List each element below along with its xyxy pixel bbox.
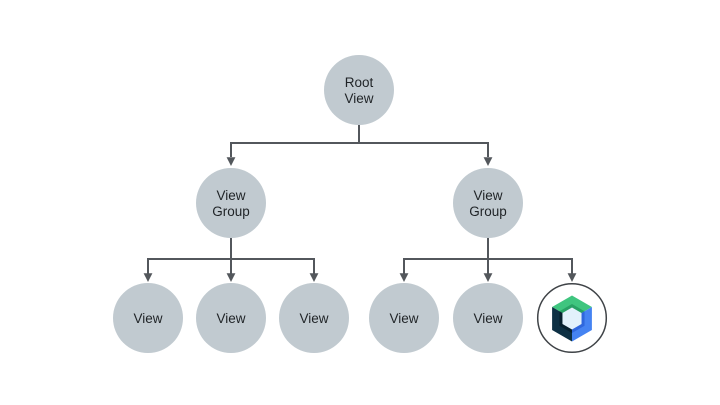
node-view-group-right-label-line1: View: [473, 188, 502, 203]
arrowhead-to-view-r1: [399, 273, 409, 282]
node-root-view: Root View: [324, 55, 394, 125]
arrowhead-to-view-l1: [143, 273, 153, 282]
arrowhead-to-group-right: [483, 157, 493, 166]
node-view-r2: View: [453, 283, 523, 353]
node-view-l2-label: View: [216, 311, 245, 326]
edge-level2-left-connector: [147, 258, 315, 274]
node-view-group-right-circle: [453, 168, 523, 238]
arrowhead-to-view-r2: [483, 273, 493, 282]
node-view-r1: View: [369, 283, 439, 353]
node-view-group-left-label-line2: Group: [212, 204, 250, 219]
node-view-r1-label: View: [389, 311, 418, 326]
node-view-group-left-label-line1: View: [216, 188, 245, 203]
arrowhead-to-view-l2: [226, 273, 236, 282]
arrowhead-to-view-l3: [309, 273, 319, 282]
node-view-l3: View: [279, 283, 349, 353]
node-view-group-right: View Group: [453, 168, 523, 238]
node-jetpack-compose: [536, 282, 608, 354]
node-view-group-left-circle: [196, 168, 266, 238]
node-view-l3-circle: [279, 283, 349, 353]
node-root-view-label-line2: View: [344, 91, 373, 106]
node-root-view-label-line1: Root: [345, 75, 374, 90]
arrowhead-to-group-left: [226, 157, 236, 166]
node-view-l1: View: [113, 283, 183, 353]
node-view-group-right-label-line2: Group: [469, 204, 507, 219]
jetpack-compose-logo-icon: [552, 295, 592, 342]
node-view-l2-circle: [196, 283, 266, 353]
node-root-view-circle: [324, 55, 394, 125]
edge-level2-right-connector: [403, 258, 573, 274]
arrowhead-to-compose-node: [567, 273, 577, 282]
node-view-l3-label: View: [299, 311, 328, 326]
node-view-r2-label: View: [473, 311, 502, 326]
node-view-l1-label: View: [133, 311, 162, 326]
node-view-l2: View: [196, 283, 266, 353]
node-view-group-left: View Group: [196, 168, 266, 238]
compose-logo-inner-hexagon: [562, 307, 582, 330]
node-view-r2-circle: [453, 283, 523, 353]
edge-level1-connector: [230, 142, 489, 157]
node-view-l1-circle: [113, 283, 183, 353]
node-view-r1-circle: [369, 283, 439, 353]
